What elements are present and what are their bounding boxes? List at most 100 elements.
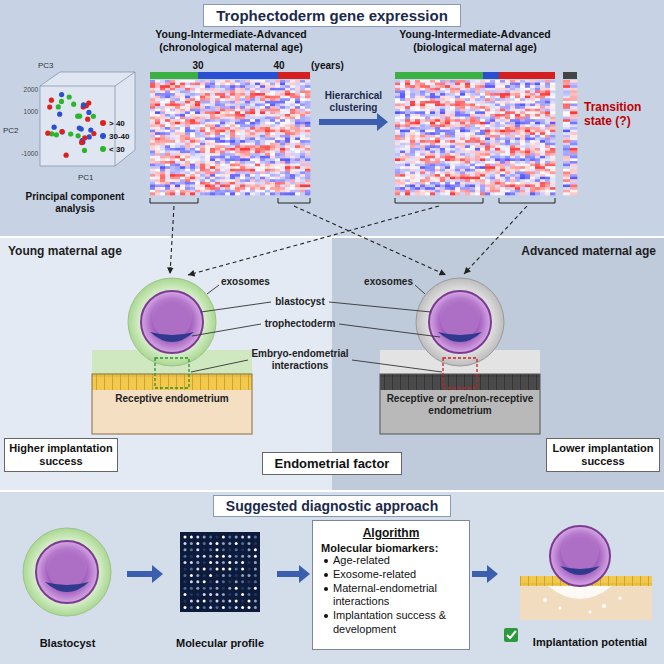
data-point: [79, 126, 84, 131]
shape: [210, 166, 215, 169]
shape: [190, 153, 195, 156]
shape: [155, 177, 160, 180]
shape: [210, 161, 215, 164]
shape: [545, 98, 550, 101]
shape: [235, 156, 240, 159]
shape: [430, 122, 435, 125]
shape: [300, 117, 305, 120]
shape: [420, 114, 425, 117]
shape: [200, 127, 205, 130]
shape: [275, 177, 280, 180]
shape: [175, 182, 180, 185]
shape: [200, 143, 205, 146]
shape: [395, 83, 400, 86]
shape: [455, 96, 460, 99]
shape: [220, 187, 225, 190]
shape: [305, 153, 310, 156]
shape: [400, 119, 405, 122]
shape: [245, 80, 250, 83]
shape: [265, 140, 270, 143]
shape: [480, 93, 485, 96]
shape: [220, 140, 225, 143]
shape: [195, 124, 200, 127]
shape: [185, 151, 190, 154]
shape: [265, 104, 270, 107]
shape: [260, 153, 265, 156]
shape: [215, 166, 220, 169]
shape: [420, 109, 425, 112]
shape: [245, 96, 250, 99]
shape: [535, 93, 540, 96]
shape: [505, 104, 510, 107]
shape: [170, 98, 175, 101]
shape: [170, 114, 175, 117]
shape: [410, 98, 415, 101]
shape: [265, 111, 270, 114]
shape: [400, 98, 405, 101]
shape: [240, 111, 245, 114]
shape: [445, 111, 450, 114]
shape: [190, 93, 195, 96]
shape: [295, 132, 300, 135]
shape: [275, 132, 280, 135]
shape: [195, 106, 200, 109]
shape: [450, 122, 455, 125]
shape: [165, 117, 170, 120]
shape: [300, 145, 305, 148]
shape: [400, 96, 405, 99]
shape: [250, 164, 255, 167]
shape: [460, 93, 465, 96]
shape: [435, 106, 440, 109]
shape: [460, 96, 465, 99]
shape: [250, 135, 255, 138]
shape: [490, 98, 495, 101]
shape: [290, 143, 295, 146]
shape: [305, 151, 310, 154]
shape: [530, 85, 535, 88]
shape: [160, 185, 165, 188]
shape: [160, 190, 165, 193]
shape: [455, 109, 460, 112]
shape: [540, 85, 545, 88]
shape: [300, 111, 305, 114]
shape: [180, 161, 185, 164]
shape: [200, 85, 205, 88]
shape: [295, 127, 300, 130]
shape: [420, 106, 425, 109]
shape: [210, 182, 215, 185]
shape: [240, 171, 245, 174]
shape: [465, 96, 470, 99]
shape: [230, 132, 235, 135]
shape: [230, 127, 235, 130]
shape: [270, 104, 275, 107]
shape: [460, 122, 465, 125]
shape: [490, 90, 495, 93]
shape: [180, 85, 185, 88]
shape: [170, 104, 175, 107]
shape: [175, 156, 180, 159]
shape: [450, 93, 455, 96]
shape: [245, 166, 250, 169]
shape: [445, 109, 450, 112]
shape: [290, 101, 295, 104]
shape: [235, 96, 240, 99]
shape: [490, 106, 495, 109]
shape: [405, 117, 410, 120]
shape: [210, 111, 215, 114]
shape: [450, 98, 455, 101]
shape: [220, 156, 225, 159]
shape: [525, 80, 530, 83]
shape: [290, 177, 295, 180]
shape: [215, 185, 220, 188]
shape: [420, 80, 425, 83]
shape: [425, 104, 430, 107]
shape: [255, 156, 260, 159]
shape: [545, 88, 550, 91]
shape: [275, 171, 280, 174]
shape: [275, 148, 280, 151]
shape: [175, 132, 180, 135]
shape: [150, 130, 155, 133]
shape: [400, 117, 405, 120]
shape: [175, 153, 180, 156]
shape: [275, 98, 280, 101]
